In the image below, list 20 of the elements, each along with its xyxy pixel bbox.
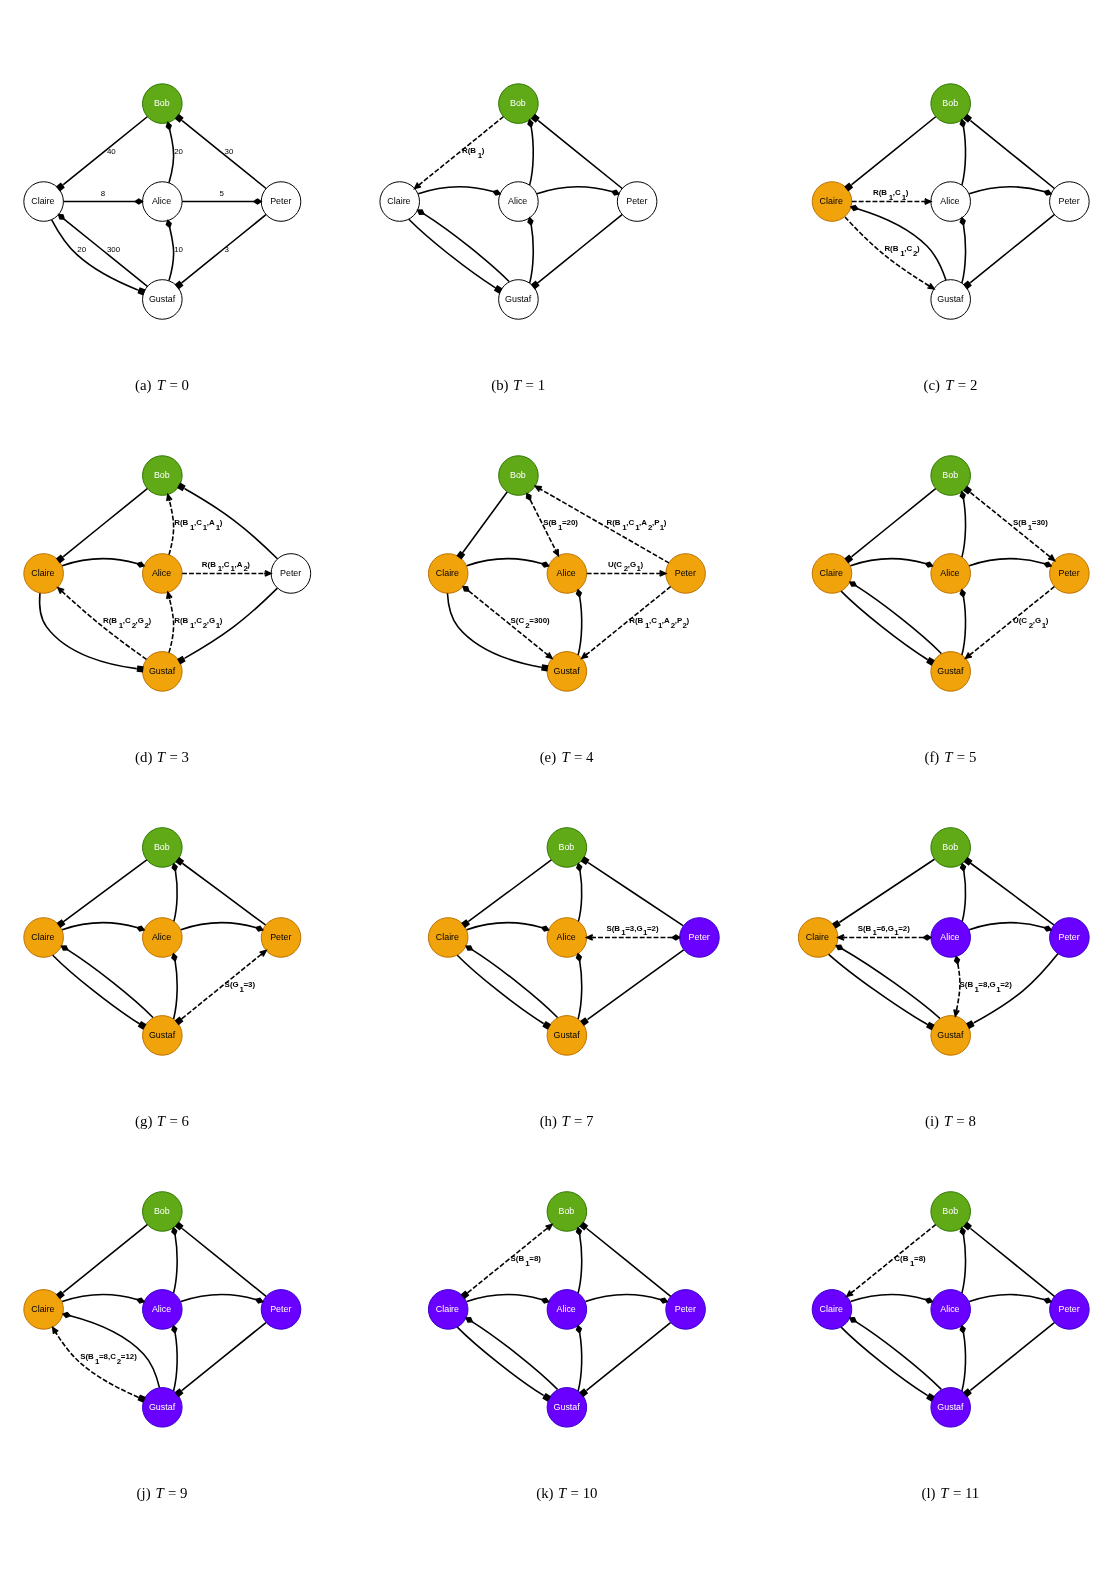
label: (d) T = 3 bbox=[135, 748, 189, 765]
label: (a) T = 0 bbox=[135, 376, 189, 393]
label: (k) T = 10 bbox=[536, 1484, 598, 1501]
label: (c) T = 2 bbox=[923, 376, 978, 393]
edge-label: 40 bbox=[106, 146, 116, 156]
label: (j) T = 9 bbox=[136, 1484, 188, 1501]
label: (h) T = 7 bbox=[539, 1112, 594, 1129]
edge-label: 5 bbox=[219, 188, 224, 198]
edge-label: 300 bbox=[106, 244, 121, 254]
label: (i) T = 8 bbox=[924, 1112, 976, 1129]
label: (g) T = 6 bbox=[135, 1112, 189, 1129]
label: (b) T = 1 bbox=[491, 376, 546, 393]
edge-label: 30 bbox=[224, 146, 234, 156]
label: (l) T = 11 bbox=[921, 1484, 980, 1501]
edge-label: 20 bbox=[174, 146, 183, 156]
label: (e) T = 4 bbox=[539, 748, 594, 765]
edge-label: 10 bbox=[174, 244, 183, 254]
label: (f) T = 5 bbox=[924, 748, 977, 765]
edge-label: 20 bbox=[77, 244, 87, 254]
edge-label: 8 bbox=[100, 188, 106, 198]
